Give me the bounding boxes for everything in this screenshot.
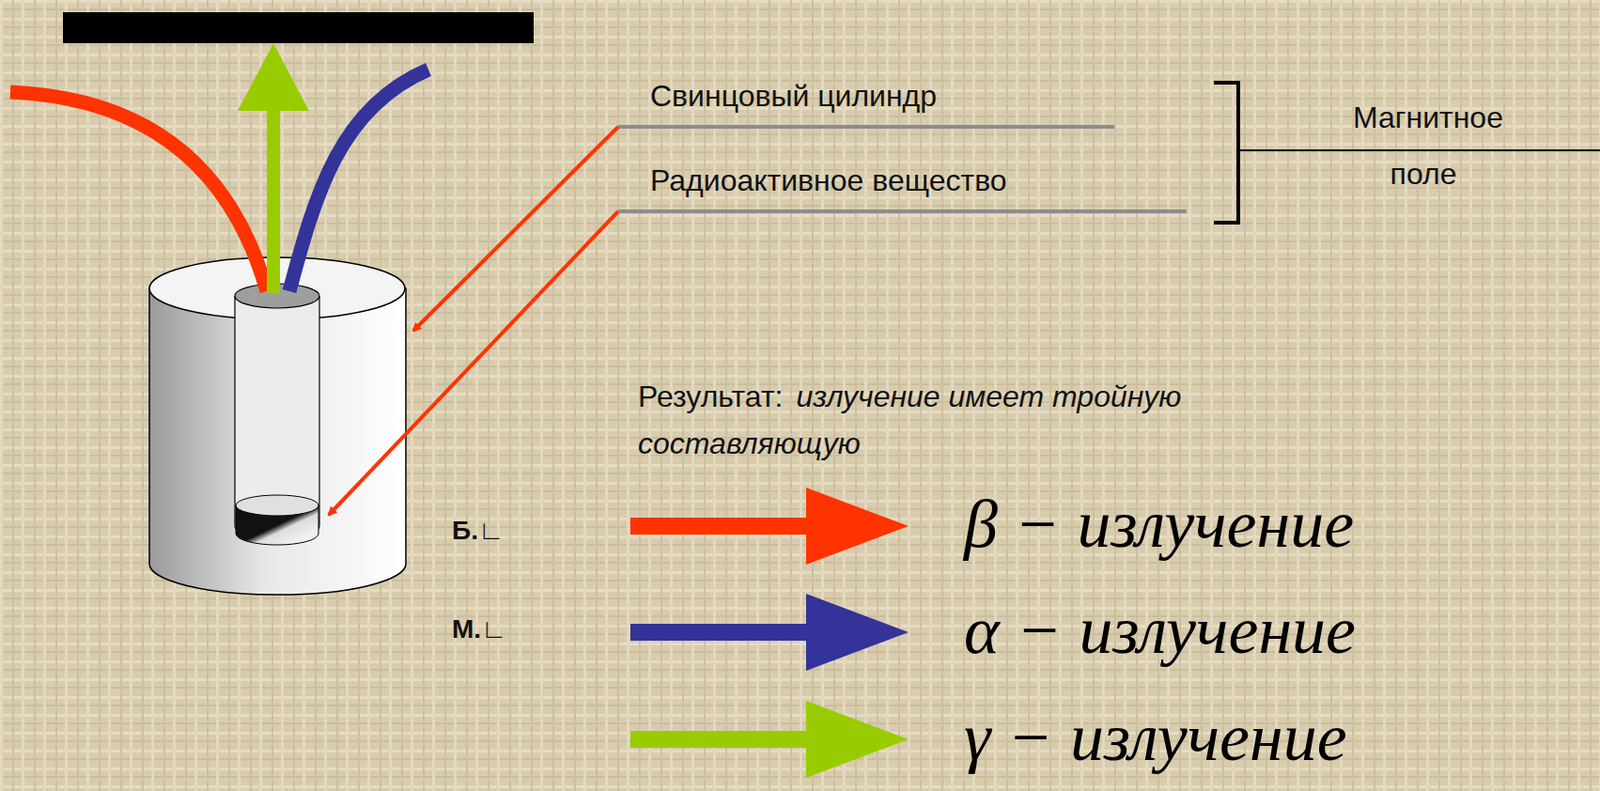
result-note: Результат:излучение имеет тройную состав… (637, 372, 1390, 467)
result-heading: Результат: (637, 379, 783, 414)
legend-arrow (620, 687, 921, 791)
label-underline (618, 124, 1115, 129)
part-name: Свинцовый цилиндр (650, 77, 937, 114)
legend-text: α − излучение (963, 588, 1356, 673)
legend-text: γ − излучение (963, 695, 1348, 780)
rule-label: М.∟ (451, 611, 508, 648)
bracket (1213, 82, 1239, 223)
leader-line (328, 211, 619, 515)
gamma-ray (237, 43, 310, 294)
beta-ray (10, 92, 267, 292)
legend-swatch (630, 593, 909, 671)
legend-entry: β − излучение (620, 474, 1560, 578)
legend-swatch (630, 700, 909, 778)
rule-label: Б.∟ (451, 512, 504, 549)
legend-entry: γ − излучение (620, 687, 1560, 791)
legend-text: β − излучение (963, 481, 1354, 567)
field-label: Магнитное поле (1352, 89, 1494, 202)
legend-arrow (620, 474, 921, 578)
photo-plate (62, 12, 534, 44)
lead-cylinder (149, 257, 406, 595)
legend-swatch (630, 487, 909, 565)
alpha-ray (289, 69, 429, 292)
label-underline (618, 209, 1187, 214)
legend-arrow (620, 580, 921, 684)
bracket-line (1238, 149, 1600, 152)
part-name: Радиоактивное вещество (650, 162, 1008, 199)
legend-entry: α − излучение (620, 580, 1560, 684)
leader-line (413, 126, 619, 331)
